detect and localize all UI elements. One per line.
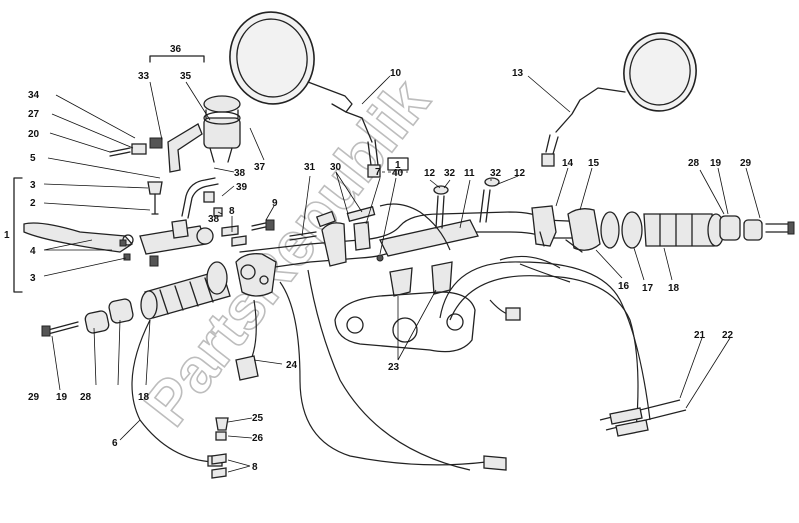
callout-29: 29 (740, 158, 752, 169)
callout-20: 20 (28, 129, 40, 140)
brake-lever (23, 222, 134, 253)
callout-3: 3 (30, 180, 36, 191)
callout-1: 1 (4, 230, 10, 241)
left-hardware (119, 181, 275, 267)
callout-39: 39 (236, 182, 248, 193)
left-bar-end (41, 298, 134, 337)
handlebar (239, 211, 591, 297)
callout-8: 8 (252, 462, 258, 473)
callout-24: 24 (286, 360, 298, 371)
callout-21: 21 (694, 330, 706, 341)
callout-31: 31 (304, 162, 316, 173)
callout-10: 10 (390, 68, 402, 79)
callout-box-1 (387, 157, 409, 171)
center-hardware (289, 177, 500, 267)
throttle-housing (565, 208, 601, 253)
callout-12: 12 (424, 168, 436, 179)
callout-33: 33 (138, 71, 150, 82)
reservoir-bracket (109, 123, 203, 173)
right-bar-end (719, 215, 795, 241)
callout-32: 32 (444, 168, 456, 179)
right-switch-housing (531, 205, 557, 247)
callout-1-box: 1 (395, 160, 401, 171)
callout-8: 8 (229, 206, 235, 217)
callout-7: 7 (375, 167, 381, 178)
callout-bracket-36 (149, 55, 205, 63)
triple-clamp (334, 291, 476, 353)
callout-29: 29 (28, 392, 40, 403)
callout-18: 18 (138, 392, 150, 403)
leader-lines (13, 75, 761, 473)
callout-27: 27 (28, 109, 40, 120)
callout-5: 5 (30, 153, 36, 164)
callout-19: 19 (710, 158, 722, 169)
callout-19: 19 (56, 392, 68, 403)
right-mirror (541, 32, 697, 167)
callout-38: 38 (234, 168, 246, 179)
callout-14: 14 (562, 158, 574, 169)
master-cylinder (139, 177, 219, 255)
reservoir (203, 95, 241, 163)
callout-11: 11 (464, 168, 475, 179)
callout-23: 23 (388, 362, 400, 373)
callout-13: 13 (512, 68, 524, 79)
callout-37: 37 (254, 162, 266, 173)
callout-34: 34 (28, 90, 40, 101)
callout-26: 26 (252, 433, 264, 444)
left-mirror (229, 11, 381, 178)
callout-12: 12 (514, 168, 526, 179)
callout-28: 28 (688, 158, 700, 169)
callout-9: 9 (272, 198, 278, 209)
callout-4: 4 (30, 246, 36, 257)
callout-3: 3 (30, 273, 36, 284)
callout-6: 6 (112, 438, 118, 449)
callout-30: 30 (330, 162, 342, 173)
callout-28: 28 (80, 392, 92, 403)
left-switch-housing (235, 253, 277, 297)
callout-25: 25 (252, 413, 264, 424)
callout-32: 32 (490, 168, 502, 179)
callout-35: 35 (180, 71, 192, 82)
callout-15: 15 (588, 158, 600, 169)
callout-40: 40 (392, 168, 404, 179)
right-grip (600, 211, 725, 249)
callout-16: 16 (618, 281, 630, 292)
callout-18: 18 (668, 283, 680, 294)
callout-38: 38 (208, 214, 220, 225)
left-grip (140, 261, 231, 320)
callout-2: 2 (30, 198, 36, 209)
callouts: 1 2 3 3 4 5 6 7 8 8 9 10 11 12 12 13 14 … (4, 44, 752, 473)
callout-36: 36 (170, 44, 182, 55)
cables (131, 203, 687, 471)
callout-17: 17 (642, 283, 654, 294)
callout-22: 22 (722, 330, 734, 341)
lower-hardware (211, 417, 229, 479)
